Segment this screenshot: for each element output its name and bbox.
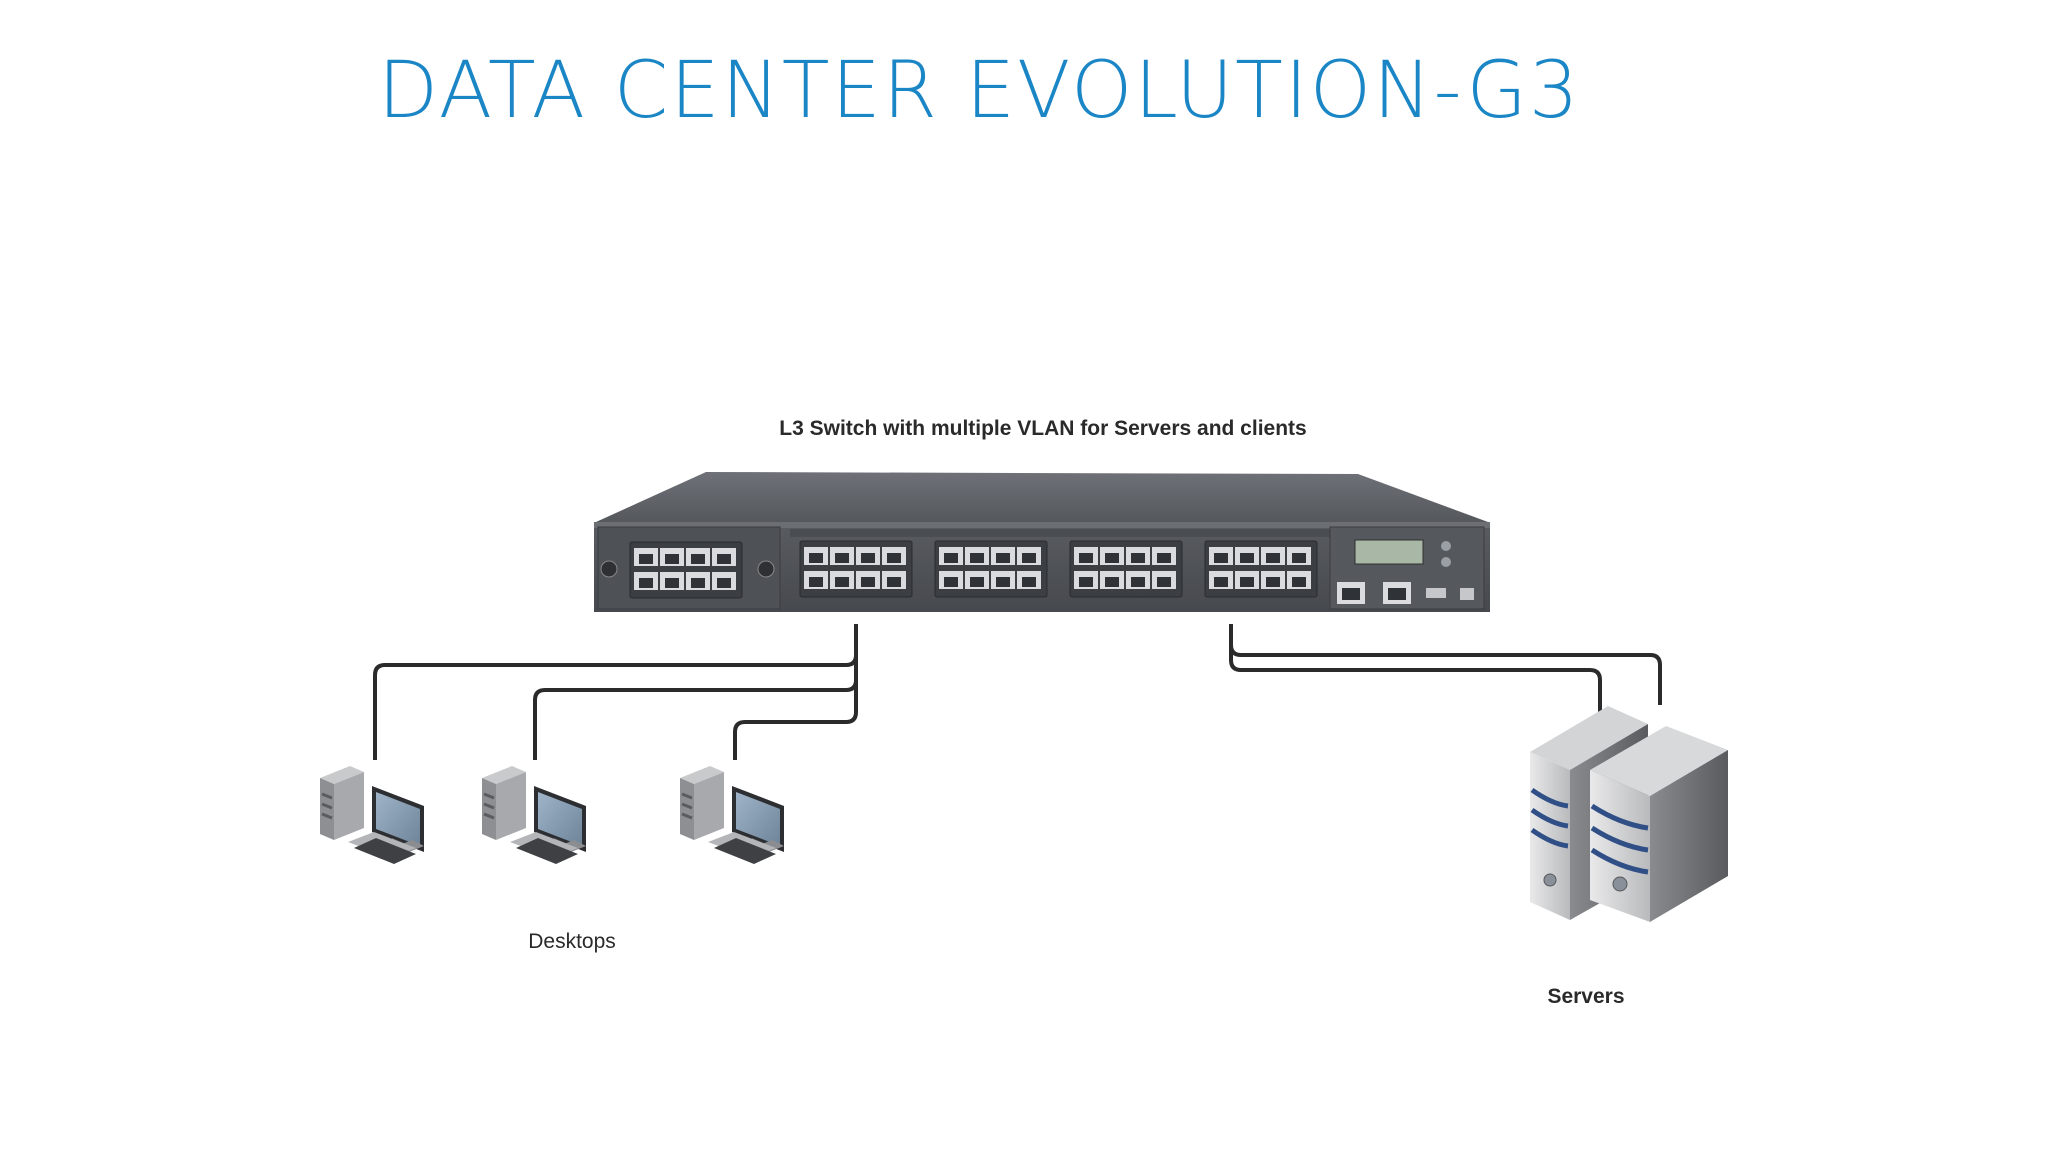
- network-switch-icon: [594, 472, 1490, 612]
- desktop-cables: [373, 624, 858, 760]
- server-cables: [1229, 624, 1662, 712]
- server-tower-icon: [1590, 726, 1728, 922]
- switch-label: L3 Switch with multiple VLAN for Servers…: [779, 417, 1306, 440]
- desktops-label: Desktops: [528, 930, 616, 953]
- desktop-computer-icon: [678, 764, 786, 866]
- servers-label: Servers: [1547, 985, 1624, 1008]
- slide-title: DATA CENTER EVOLUTION-G3: [378, 46, 1581, 136]
- desktop-computer-icon: [480, 764, 588, 866]
- desktop-computer-icon: [318, 764, 426, 866]
